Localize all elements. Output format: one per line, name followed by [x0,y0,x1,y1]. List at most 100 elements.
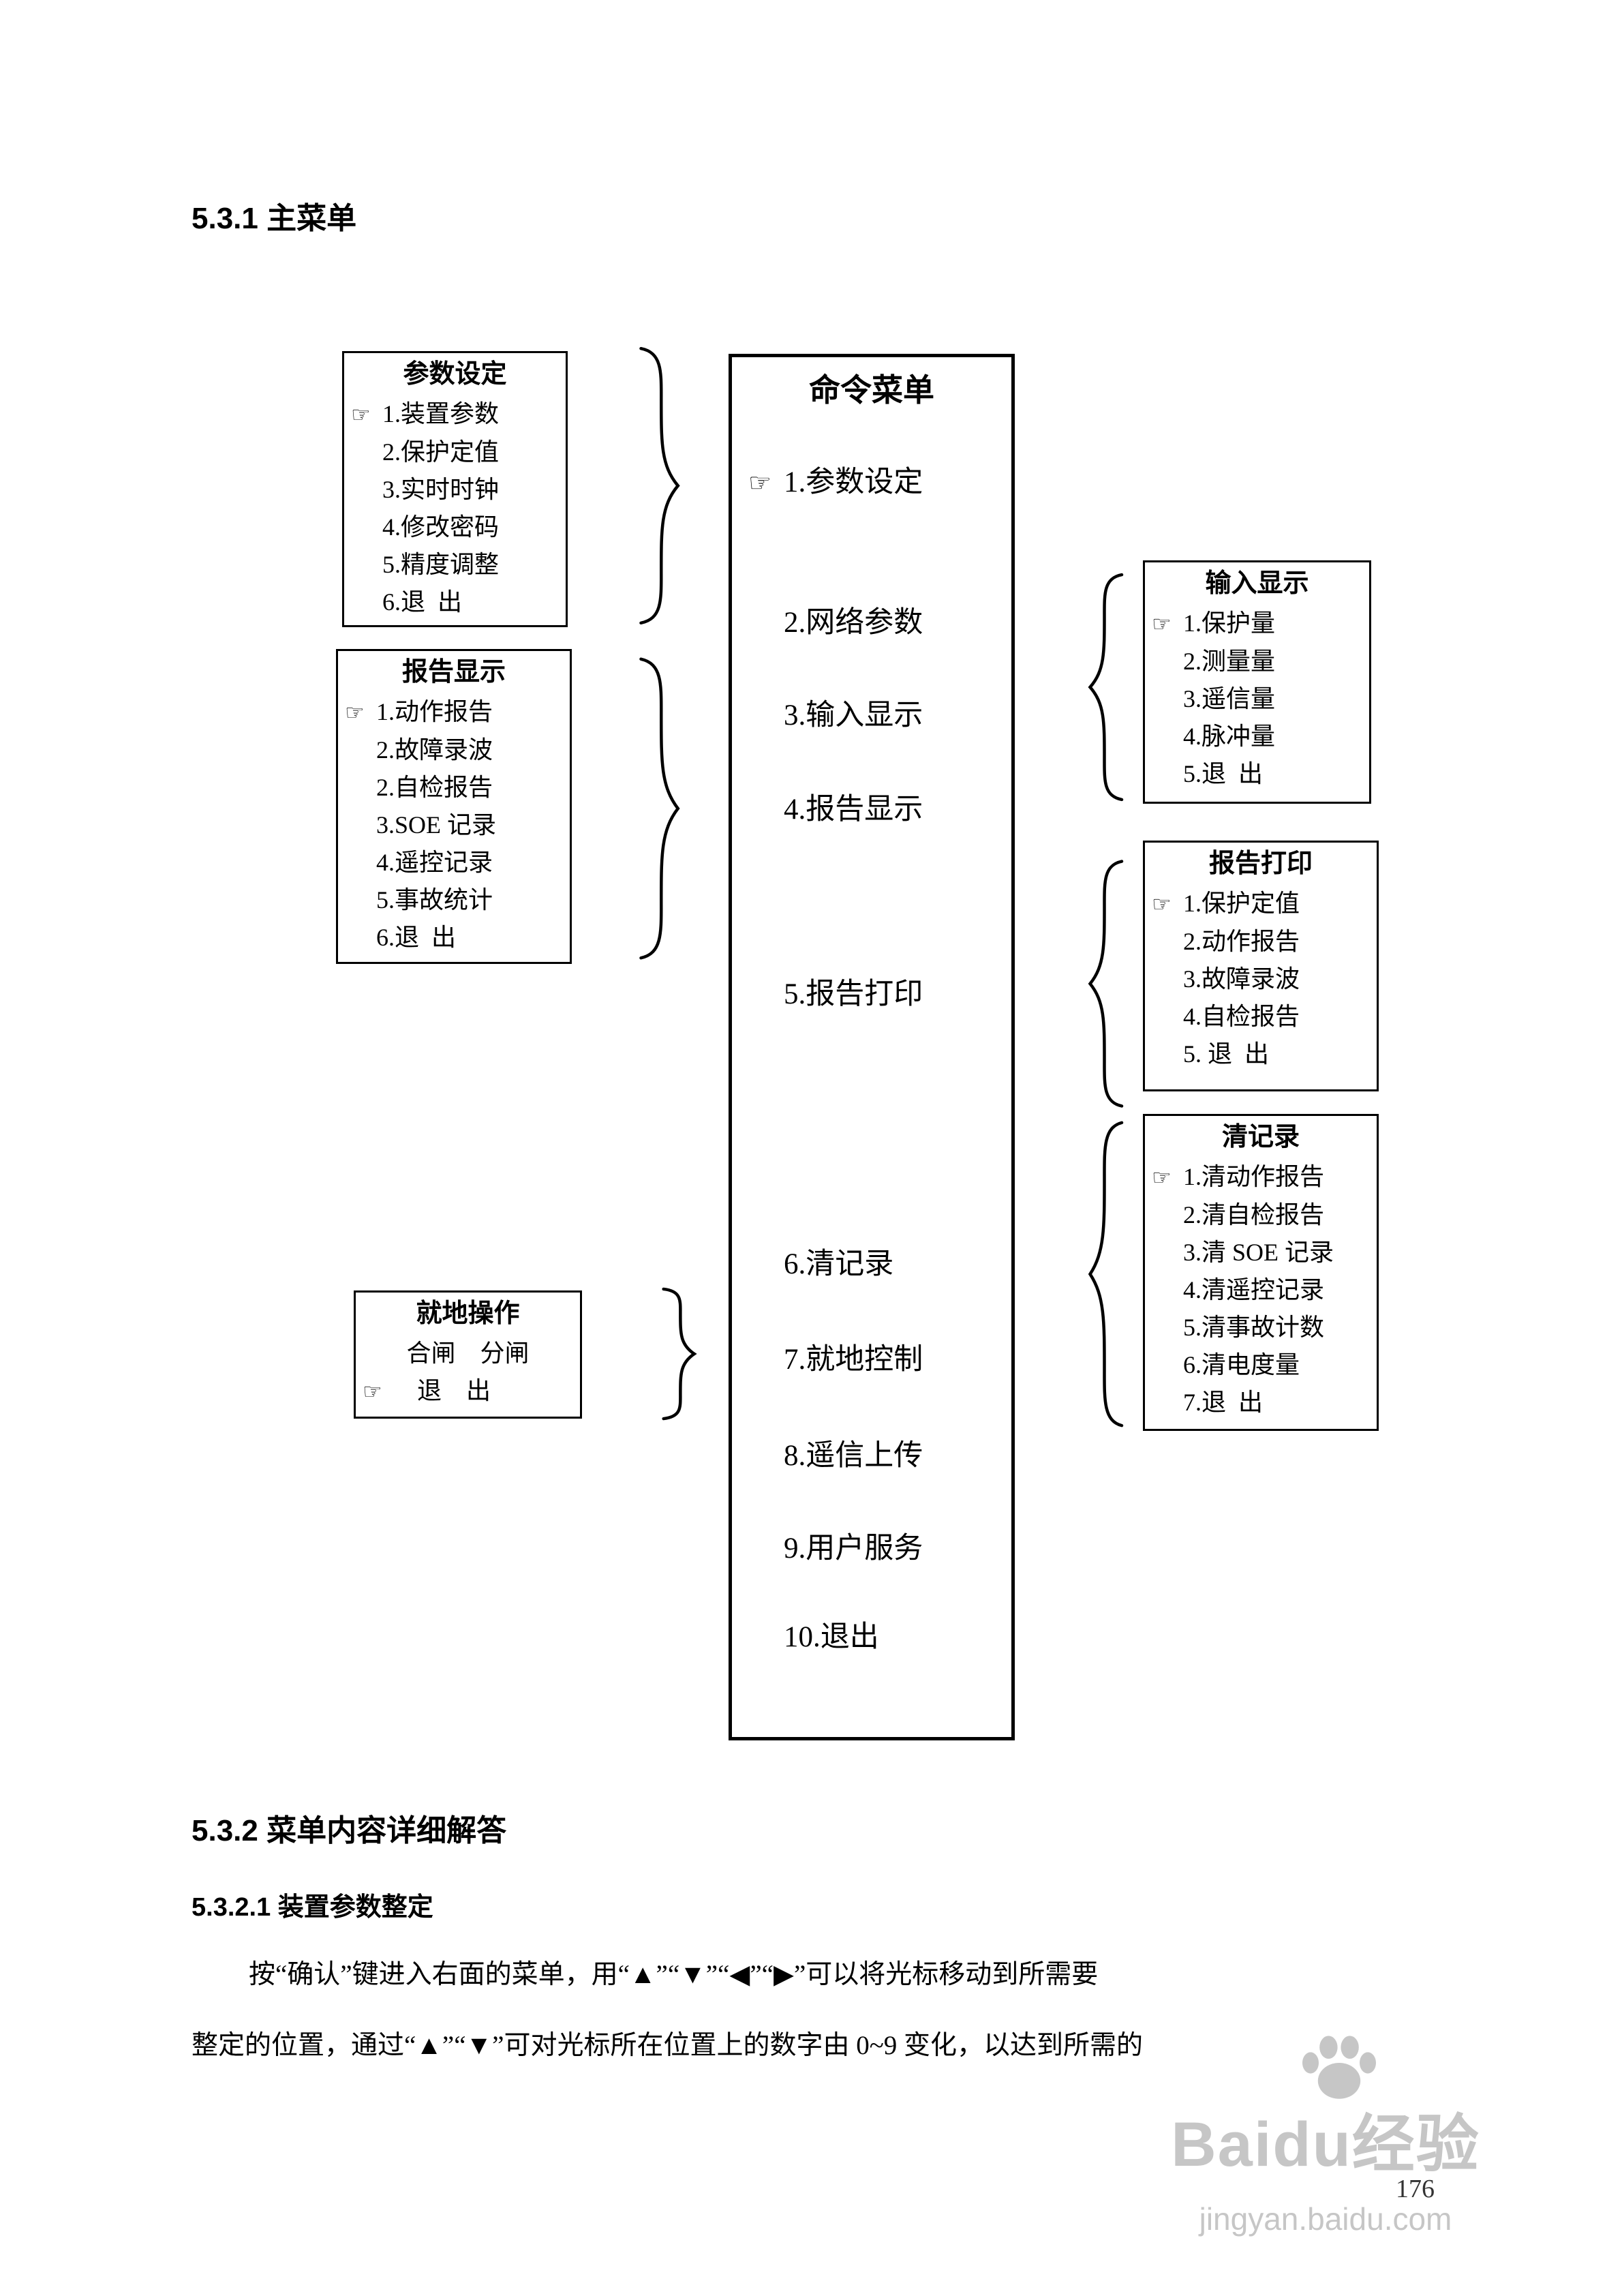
menu-item: 6.退 出 [344,584,566,621]
menu-item: ☞1.保护量 [1145,605,1369,643]
page-number: 176 [1396,2175,1435,2203]
hand-pointer-icon: ☞ [1152,1164,1172,1190]
menu-item: 6.清电度量 [1145,1346,1377,1384]
menu-item: ☞ 1.参数设定 [748,462,923,503]
menu-item: 5.清事故计数 [1145,1309,1377,1346]
hand-pointer-icon: ☞ [363,1378,382,1404]
menu-item: 3.实时时钟 [344,471,566,509]
menu-item: 10.退出 [748,1617,879,1658]
menu-item-label: 合闸 分闸 [406,1340,530,1367]
menu-item-label: 1.装置参数 [382,400,500,427]
menu-item: 4.修改密码 [344,509,566,546]
menu-item-label: 5.事故统计 [376,886,493,913]
menu-item-label: 3.SOE 记录 [376,811,497,839]
menu-item: 4.脉冲量 [1145,718,1369,755]
menu-item-label: 6.退 出 [382,588,463,616]
menu-item: 3.SOE 记录 [338,806,570,844]
menu-item: 2.清自检报告 [1145,1196,1377,1234]
menu-item: 4.遥控记录 [338,844,570,881]
menu-item: ☞ 退 出 [356,1372,580,1410]
menu-item: 6.退 出 [338,919,570,956]
menu-item-label: 3.输入显示 [784,699,923,731]
menu-item: 4.报告显示 [748,789,923,830]
menu-item: 7.就地控制 [748,1340,923,1380]
menu-item: 合闸 分闸 [356,1335,580,1372]
menu-item: 2.动作报告 [1145,923,1377,961]
menu-item-label: 退 出 [417,1377,491,1404]
menu-item-label: 5.清事故计数 [1183,1314,1325,1341]
menu-item: 3.遥信量 [1145,680,1369,718]
brace-report-print [1087,858,1128,1110]
hand-pointer-icon: ☞ [1152,891,1172,917]
menu-item: 5.事故统计 [338,881,570,919]
menu-item-label: 5. 退 出 [1183,1040,1270,1068]
section-heading-531: 5.3.1 主菜单 [192,202,357,235]
menu-item: 5.报告打印 [748,974,923,1015]
menu-item-label: 6.清电度量 [1183,1351,1300,1378]
brace-report-display [634,654,682,963]
hand-pointer-icon: ☞ [748,468,772,498]
brace-param-setting [634,344,682,627]
menu-item-label: 5.精度调整 [382,551,500,578]
menu-item: ☞ 1.装置参数 [344,395,566,434]
menu-item-label: 7.就地控制 [784,1344,923,1376]
menu-item-label: 2.动作报告 [1183,928,1300,955]
menu-item: 3.清 SOE 记录 [1145,1234,1377,1271]
menu-item-label: 4.报告显示 [784,794,923,826]
hand-pointer-icon: ☞ [345,699,365,725]
menu-item-label: 8.遥信上传 [784,1440,923,1472]
menu-item-label: 1.参数设定 [784,466,923,498]
menu-item-label: 2.清自检报告 [1183,1201,1325,1228]
box-report-display: 报告显示 ☞1.动作报告 2.故障录波 2.自检报告 3.SOE 记录 4.遥控… [336,649,572,964]
menu-item: ☞ 1.清动作报告 [1145,1158,1377,1196]
body-paragraph-line2: 整定的位置，通过“▲”“▼”可对光标所在位置上的数字由 0~9 变化，以达到所需… [192,2031,1144,2060]
body-paragraph-line1: 按“确认”键进入右面的菜单，用“▲”“▼”“◀”“▶”可以将光标移动到所需要 [249,1960,1099,1989]
watermark-url: jingyan.baidu.com [1199,2201,1452,2237]
menu-item-label: 9.用户服务 [784,1532,923,1565]
menu-item-label: 2.保护定值 [382,438,500,466]
section-heading-5321: 5.3.2.1 装置参数整定 [192,1893,433,1922]
box-clear-records-title: 清记录 [1221,1123,1300,1151]
menu-item: 2.网络参数 [748,603,923,644]
menu-item-label: 2.网络参数 [784,607,923,639]
menu-item: ☞ 1.动作报告 [338,693,570,731]
box-param-setting-title: 参数设定 [403,360,507,389]
box-input-display-title: 输入显示 [1205,569,1309,598]
hand-pointer-icon: ☞ [351,402,371,427]
menu-item-label: 2.自检报告 [376,774,493,801]
menu-item-label: 7.退 出 [1183,1389,1264,1416]
menu-item: 7.退 出 [1145,1384,1377,1421]
box-command-menu: 命令菜单 ☞ 1.参数设定 2.网络参数 3.输入显示 4.报告显示 5.报告打印… [729,354,1015,1740]
brace-clear-records [1087,1118,1128,1430]
brace-input-display [1087,571,1128,803]
menu-item-label: 6.退 出 [376,924,457,951]
menu-item-label: 4.修改密码 [382,513,500,541]
watermark-brand: Baidu经验 [1171,2110,1480,2179]
menu-item: 9.用户服务 [748,1528,923,1569]
box-local-operation: 就地操作 合闸 分闸 ☞ 退 出 [354,1290,582,1419]
menu-item-label: 1.动作报告 [376,698,493,725]
menu-item: 8.遥信上传 [748,1436,923,1477]
menu-item: 6.清记录 [748,1244,893,1285]
box-input-display: 输入显示 ☞1.保护量 2.测量量 3.遥信量 4.脉冲量 5.退 出 [1143,560,1371,804]
baidu-paw-icon [1302,2036,1376,2099]
section-heading-532: 5.3.2 菜单内容详细解答 [192,1814,507,1847]
menu-item-label: 3.清 SOE 记录 [1183,1239,1334,1266]
menu-item-label: 1.清动作报告 [1183,1163,1325,1190]
menu-item-label: 3.故障录波 [1183,965,1300,993]
menu-item-label: 1.保护定值 [1183,890,1300,917]
menu-item: 2.故障录波 [338,731,570,769]
menu-item-label: 3.遥信量 [1183,685,1276,712]
box-local-operation-title: 就地操作 [416,1299,520,1328]
menu-item-label: 5.报告打印 [784,978,923,1010]
menu-item: 5. 退 出 [1145,1036,1377,1073]
box-report-print: 报告打印 ☞1.保护定值 2.动作报告 3.故障录波 4.自检报告 5. 退 出 [1143,841,1379,1091]
menu-item: 3.故障录波 [1145,961,1377,998]
menu-item: 4.清遥控记录 [1145,1271,1377,1309]
menu-item: 2.测量量 [1145,643,1369,680]
hand-pointer-icon: ☞ [1152,611,1172,637]
box-clear-records: 清记录 ☞1.清动作报告 2.清自检报告 3.清 SOE 记录 4.清遥控记录 … [1143,1114,1379,1431]
command-menu-title: 命令菜单 [809,372,934,408]
menu-item-label: 4.自检报告 [1183,1003,1300,1030]
menu-item: 4.自检报告 [1145,998,1377,1036]
